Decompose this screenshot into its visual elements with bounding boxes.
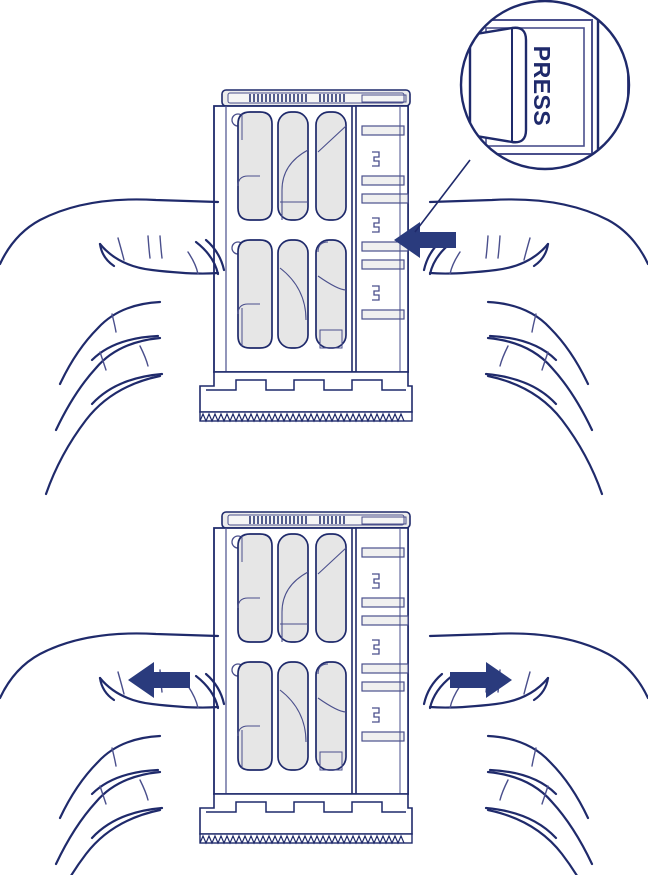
right-hand-step1 xyxy=(424,199,648,494)
panel-step-1: PRESS xyxy=(0,0,648,496)
magnifier-ring xyxy=(459,0,631,171)
left-hand-step1 xyxy=(0,198,226,496)
callout-leader-line xyxy=(414,159,471,233)
device-body-step2 xyxy=(199,511,413,844)
press-callout-magnifier: PRESS xyxy=(459,0,631,171)
left-hand-step2 xyxy=(0,632,226,875)
press-label: PRESS xyxy=(529,46,555,126)
panel-step-2 xyxy=(0,511,648,875)
device-body-step1 xyxy=(199,89,413,422)
pull-left-arrow xyxy=(128,662,190,698)
right-hand-step2 xyxy=(424,633,648,875)
pull-right-arrow xyxy=(450,662,512,698)
